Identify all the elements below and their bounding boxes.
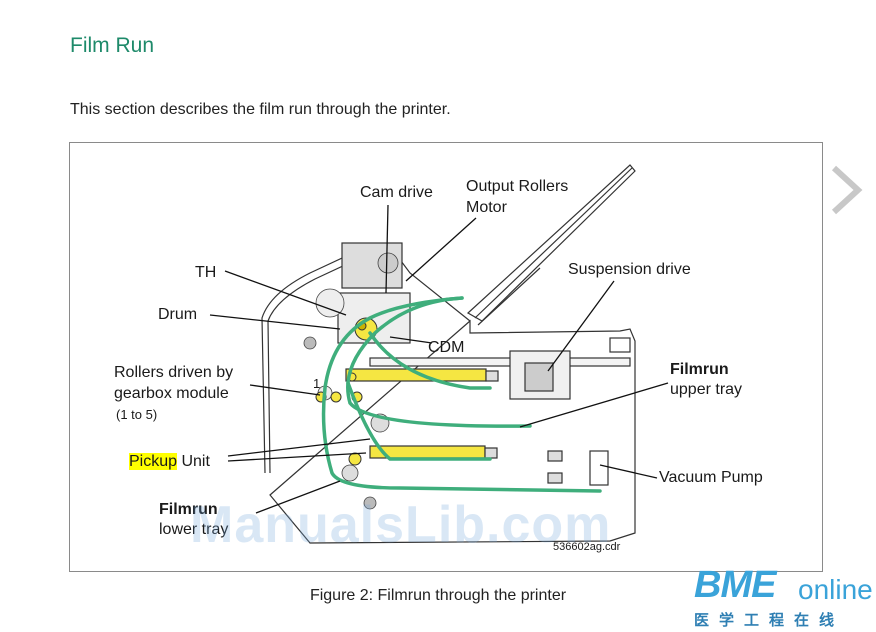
- label-th: TH: [195, 264, 217, 281]
- intro-text: This section describes the film run thro…: [70, 101, 451, 118]
- next-page-button[interactable]: [826, 160, 866, 220]
- logo-chinese: 医学工程在线: [694, 612, 845, 629]
- label-upper-tray: upper tray: [670, 381, 743, 398]
- label-file-ref: 536602ag.cdr: [553, 541, 621, 553]
- printer-diagram: [209, 164, 669, 544]
- printer-figure: Cam drive Output Rollers Motor Suspensio…: [69, 142, 823, 572]
- logo-brand: BME: [694, 564, 776, 606]
- label-lower-tray: lower tray: [159, 521, 229, 538]
- label-motor: Motor: [466, 199, 507, 216]
- label-unit: Unit: [177, 453, 210, 470]
- label-rollers-line3: (1 to 5): [116, 407, 158, 422]
- watermark: ManualsLib.com: [190, 496, 612, 554]
- label-filmrun-lower: Filmrun: [159, 501, 218, 518]
- label-pickup-unit: Pickup Unit: [129, 453, 210, 471]
- pickup-highlight: Pickup: [129, 453, 178, 470]
- label-output-rollers: Output Rollers: [466, 178, 569, 195]
- label-filmrun-upper: Filmrun: [670, 361, 729, 378]
- label-rollers-line1: Rollers driven by: [114, 364, 234, 381]
- chevron-right-icon: [831, 165, 863, 215]
- bme-online-logo: BME online 医学工程在线: [690, 562, 876, 632]
- label-cam-drive: Cam drive: [360, 184, 433, 201]
- label-roller-number: 1: [313, 376, 321, 391]
- label-cdm: CDM: [428, 339, 465, 356]
- label-vacuum-pump: Vacuum Pump: [659, 469, 763, 486]
- figure-caption: Figure 2: Filmrun through the printer: [309, 587, 567, 604]
- page-title: Film Run: [70, 34, 155, 57]
- label-suspension-drive: Suspension drive: [568, 261, 691, 278]
- logo-suffix: online: [798, 574, 873, 605]
- label-rollers-line2: gearbox module: [114, 385, 229, 402]
- label-drum: Drum: [158, 306, 198, 323]
